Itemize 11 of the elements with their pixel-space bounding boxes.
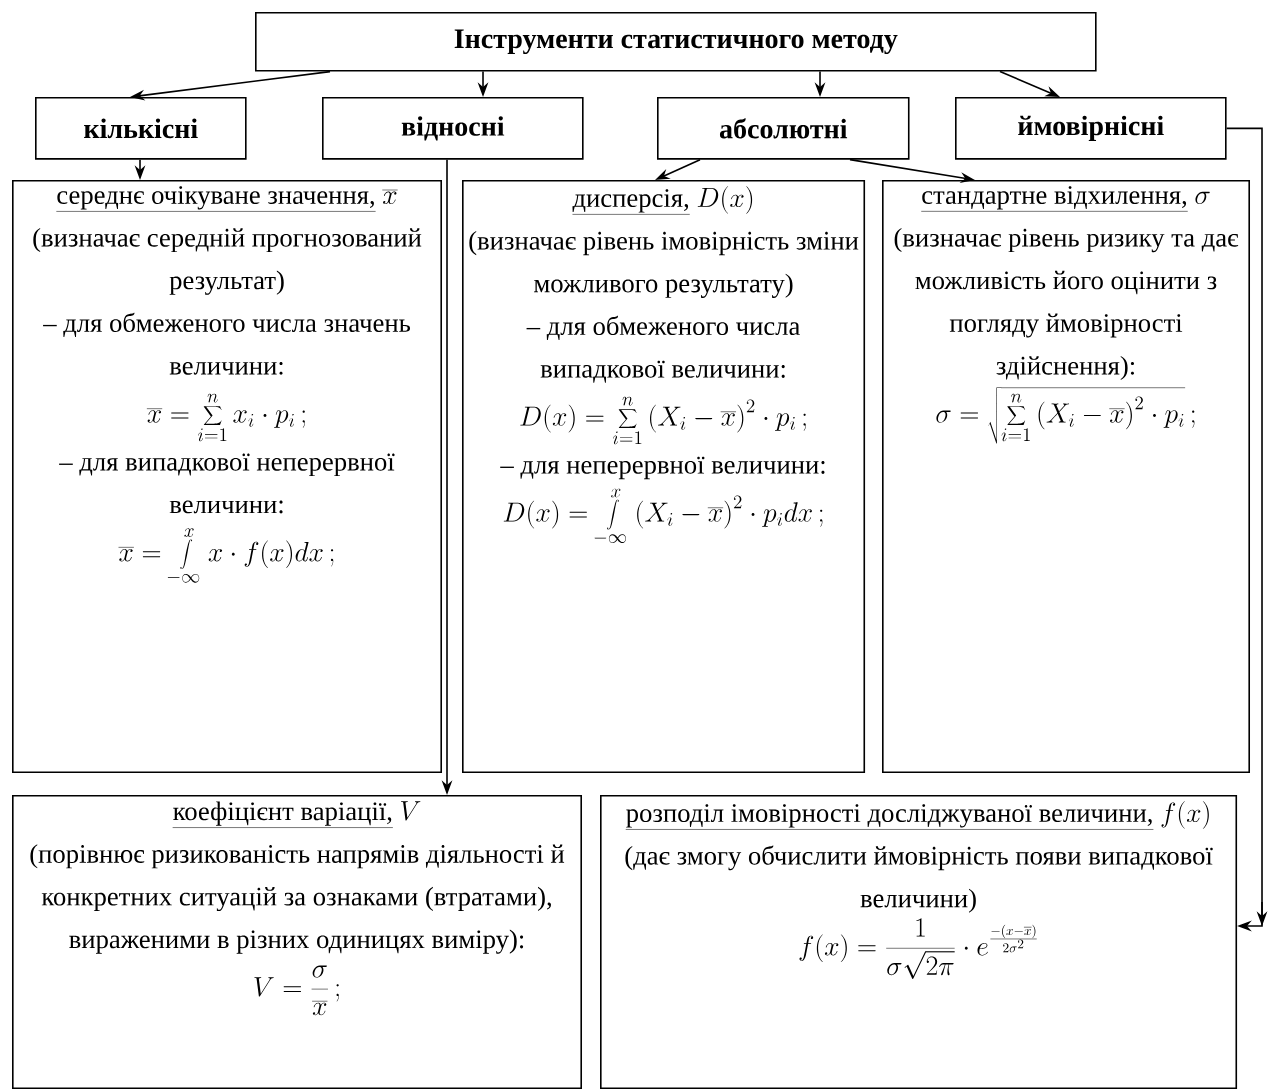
description-box: розподіл імовірності досліджуваної величини, $f(x)$ (дає змогу обчислити ймовірність появи випадкової величини) $f(x)=\frac{1}{\sigma\sqrt{2\pi}}\cdot e^{\frac{-\left(x-\overline{x}\right)}{2\sigma^2}}$ bbox=[600, 795, 1238, 1089]
category-box: ймовірнісні bbox=[955, 97, 1227, 160]
description-box: стандартне відхилення, $\sigma$ (визначає рівень ризику та дає можливість його оцінити з погляду ймовірності здійснення): $\sigma=\sqrt{\sum_{i=1}^{n}\left(X_i-\overline{x}\right)^2\cdot p_i}\,;$ bbox=[882, 180, 1250, 774]
arrow bbox=[1225, 127, 1268, 932]
category-box: кількісні bbox=[35, 97, 247, 160]
description-box: дисперсія, $D(x)$ (визначає рівень імовірність зміни можливого результату) – для обмеженого числа випадкової величини: $D(x)=\sum_{i=1}^{n}\left(X_i-\overline{x}\right)^2\cdot p_i\,;$ – для неперервної величини: $D(x)=\int\limits_{-\infty}^{x}\left(X_i-\overline{x}\right)^2\cdot p_i dx\,;$ bbox=[462, 180, 866, 774]
category-box: абсолютні bbox=[657, 97, 910, 160]
category-box: відносні bbox=[322, 97, 584, 160]
description-box: середнє очікуване значення, $\overline{x}$ (визначає середній прогнозований результат) – для обмеженого числа значень величини: $\overline{x}=\sum_{i=1}^{n}x_i\cdot p_i\,;$ – для випадкової неперервної величини: $\overline{x}=\int\limits_{-\infty}^{x}x\cdot f(x)dx\,;$ bbox=[12, 180, 442, 774]
description-box: коефіцієнт варіації, $V$ (порівнює ризикованість напрямів діяльності й конкретних ситуацій за ознаками (втратами), вираженими в різних одиницях виміру): $V=\frac{\sigma}{\overline{x}}\,;$ bbox=[12, 795, 582, 1089]
title-box: Інструменти статистичного методу bbox=[255, 12, 1097, 72]
